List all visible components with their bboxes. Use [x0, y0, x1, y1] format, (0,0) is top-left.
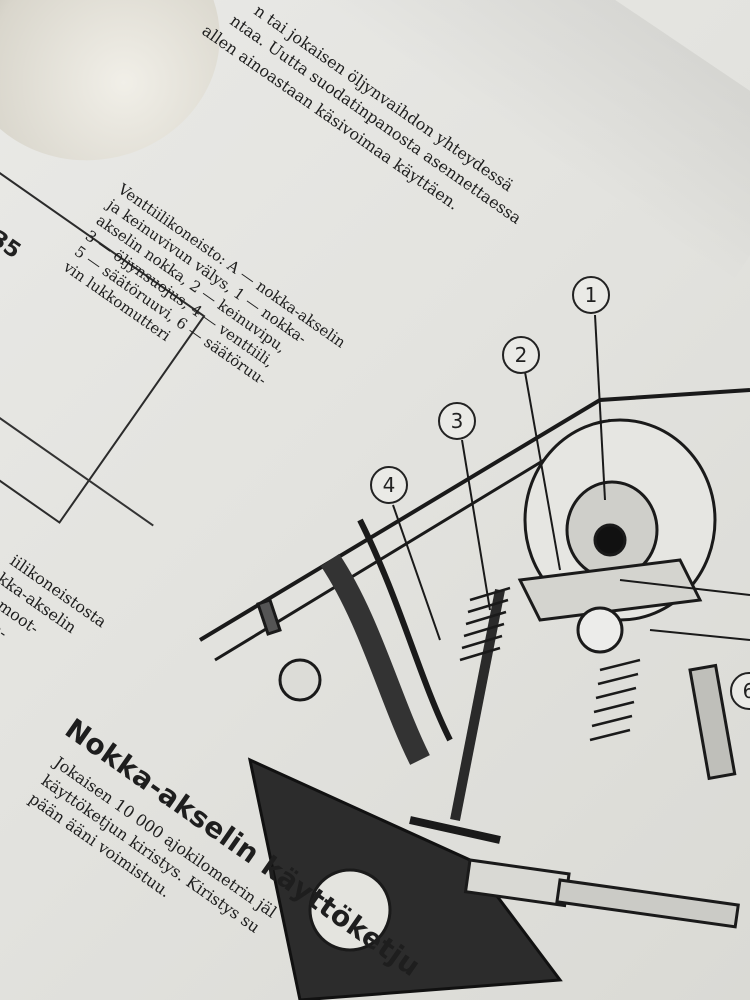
callout-2: 2: [502, 336, 540, 374]
callout-1: 1: [572, 276, 610, 314]
callout-3: 3: [438, 402, 476, 440]
callout-4: 4: [370, 466, 408, 504]
